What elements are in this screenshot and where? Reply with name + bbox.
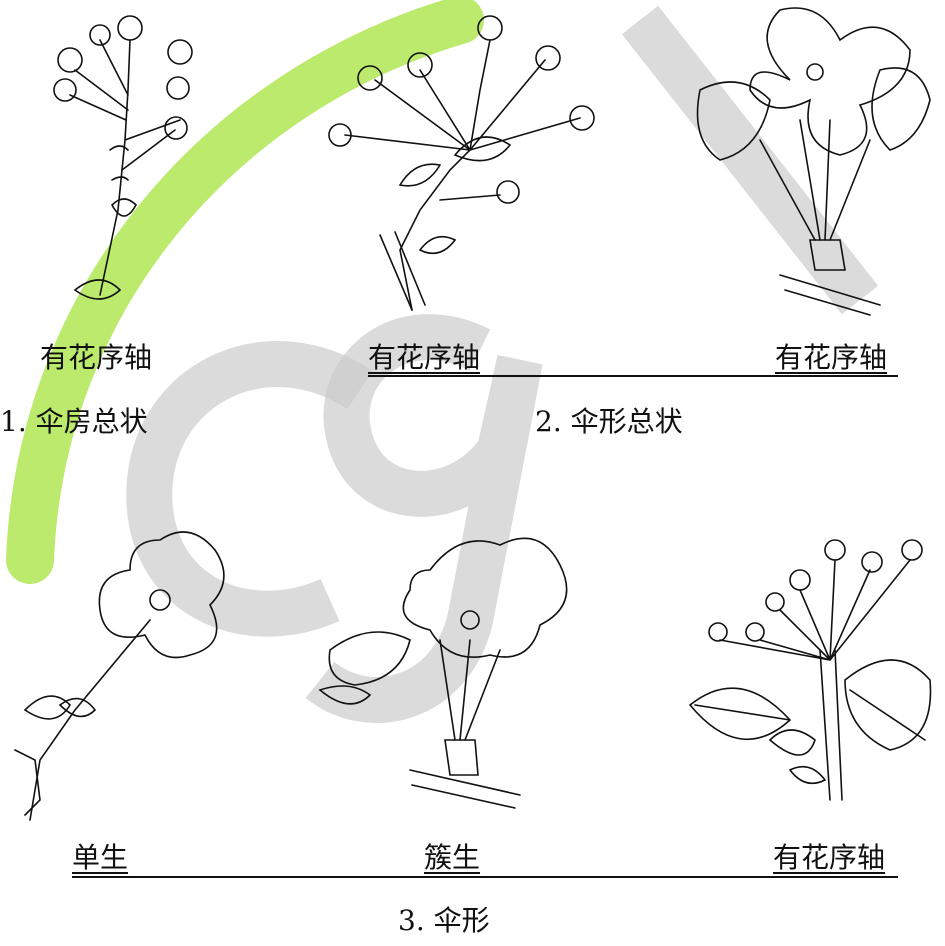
umbel-raceme-sketch-icon — [329, 16, 594, 310]
label-with-floral-axis-3: 有花序轴 — [775, 342, 887, 374]
caption-corymb-raceme: 1. 伞房总状 — [0, 406, 148, 438]
clustered-flowers-sketch-icon — [320, 538, 567, 808]
label-with-floral-axis-2: 有花序轴 — [368, 342, 480, 374]
corymb-raceme-sketch-icon — [54, 16, 192, 299]
label-with-floral-axis-1: 有花序轴 — [40, 342, 152, 374]
label-with-floral-axis-4: 有花序轴 — [773, 842, 885, 874]
underline-row1 — [368, 375, 898, 377]
caption-umbel-raceme: 2. 伞形总状 — [535, 406, 683, 438]
caption-umbel: 3. 伞形 — [398, 905, 490, 937]
underline-row2 — [72, 876, 898, 878]
label-clustered: 簇生 — [424, 842, 480, 874]
label-solitary: 单生 — [72, 842, 128, 874]
single-flower-sketch-icon — [15, 532, 224, 820]
cherry-flower-cluster-sketch-icon — [698, 8, 931, 315]
umbel-with-leaves-sketch-icon — [690, 540, 931, 800]
